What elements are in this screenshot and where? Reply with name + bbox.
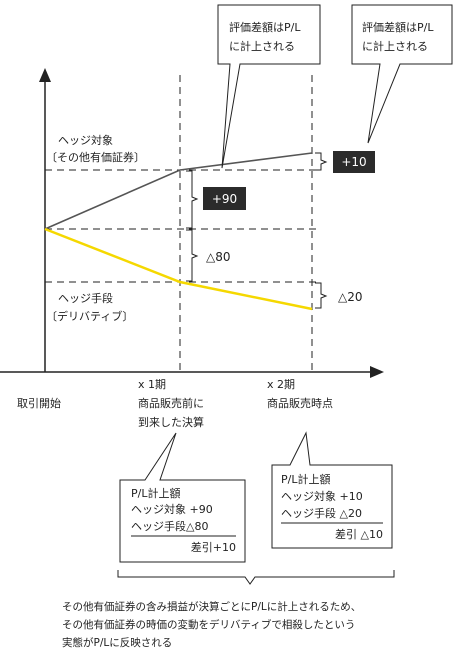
guide-lines — [45, 75, 318, 372]
pl-box-1-line2: ヘッジ手段△80 — [131, 519, 208, 533]
callout-top-2-line2: に計上される — [362, 39, 428, 53]
badge-plus10-bg — [333, 151, 375, 173]
brace-plus10 — [315, 152, 328, 171]
pl-box-1-shape — [119, 432, 246, 563]
label-delta80: △80 — [206, 250, 231, 264]
callout-top-1-line1: 評価差額はP/L — [229, 20, 301, 34]
hedging-instrument-label-1: ヘッジ手段 — [58, 291, 113, 305]
axes — [0, 68, 384, 378]
period1-desc-line2: 到来した決算 — [138, 415, 204, 429]
x-axis-origin-label: 取引開始 — [17, 396, 61, 410]
x-axis-period1-label: x 1期 — [138, 378, 166, 391]
footnote-line2: その他有価証券の時価の変動をデリバティブで相殺したという — [62, 618, 355, 631]
label-delta20: △20 — [338, 290, 363, 304]
pl-box-2-shape — [271, 431, 393, 549]
callout-top-2-line1: 評価差額はP/L — [362, 20, 434, 34]
x-axis-arrow — [370, 366, 384, 378]
footnote-line1: その他有価証券の含み損益が決算ごとにP/Lに計上されるため、 — [62, 600, 361, 613]
footnote-line3: 実態がP/Lに反映される — [62, 636, 172, 649]
period2-desc: 商品販売時点 — [267, 396, 333, 410]
pl-box-1: P/L計上額 ヘッジ対象 +90 ヘッジ手段△80 差引+10 — [119, 432, 246, 563]
callout-top-2: 評価差額はP/L に計上される — [351, 4, 453, 144]
badge-plus10: +10 — [341, 155, 366, 169]
brace-delta80 — [186, 229, 199, 282]
pl-box-2-line2: ヘッジ手段 △20 — [281, 506, 362, 520]
pl-box-2: P/L計上額 ヘッジ対象 +10 ヘッジ手段 △20 差引 △10 — [271, 431, 393, 549]
pl-box-2-title: P/L計上額 — [281, 472, 330, 486]
callout-top-2-shape — [351, 4, 453, 144]
hedged-item-label-1: ヘッジ対象 — [58, 133, 113, 147]
badge-plus90: +90 — [212, 192, 237, 206]
callout-top-1-line2: に計上される — [229, 39, 295, 53]
callout-top-1-shape — [217, 4, 321, 169]
hedged-item-label-2: 〔その他有価証券〕 — [46, 150, 145, 164]
hedging-instrument-label-2: 〔デリバティブ〕 — [46, 309, 133, 323]
x-axis-period2-label: x 2期 — [267, 378, 295, 391]
pl-box-1-line1: ヘッジ対象 +90 — [131, 502, 213, 516]
badge-plus90-bg — [203, 187, 246, 210]
pl-box-2-total: 差引 △10 — [335, 527, 383, 541]
bottom-brace — [117, 570, 395, 585]
braces — [186, 152, 328, 309]
brace-delta20 — [315, 282, 328, 309]
brace-plus90 — [186, 170, 199, 229]
y-axis-arrow — [39, 68, 51, 82]
hedged-item-line — [44, 152, 313, 230]
period1-desc-line1: 商品販売前に — [138, 396, 204, 410]
pl-box-1-title: P/L計上額 — [131, 486, 180, 500]
pl-box-2-line1: ヘッジ対象 +10 — [281, 489, 363, 503]
pl-box-1-total: 差引+10 — [191, 540, 236, 554]
hedging-instrument-line — [44, 227, 313, 311]
callout-top-1: 評価差額はP/L に計上される — [217, 4, 321, 169]
